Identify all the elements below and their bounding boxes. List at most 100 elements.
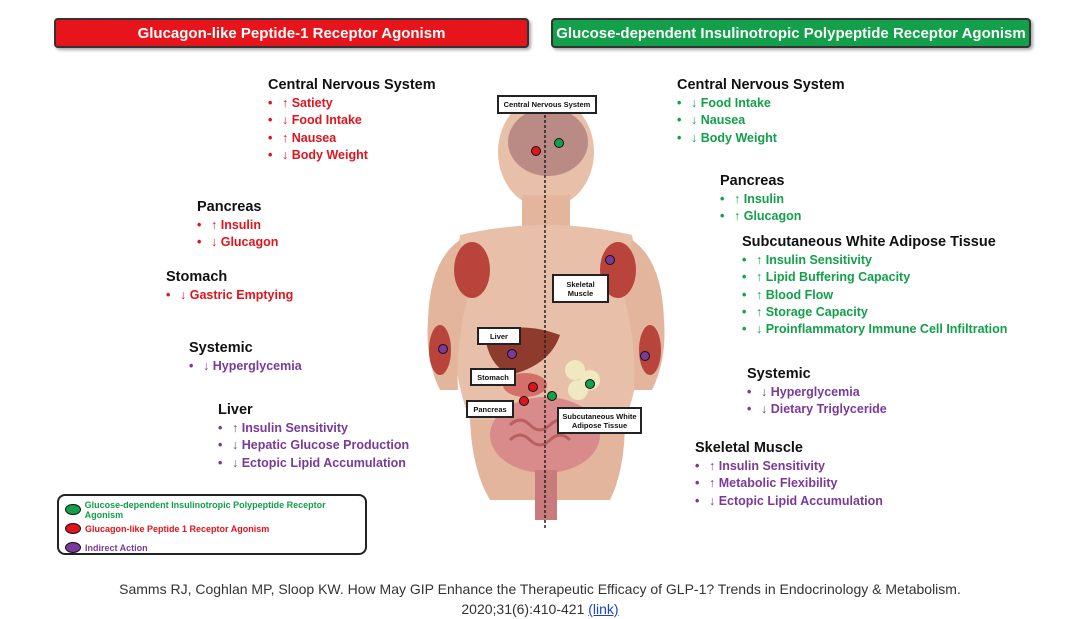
legend-item: Glucose-dependent Insulinotropic Polypep… [65, 499, 359, 520]
legend-label: Indirect Action [85, 542, 148, 553]
effect-text: ↑ Satiety [282, 96, 333, 110]
effect-text: ↑ Insulin [734, 192, 784, 206]
gip-adipose-dot [585, 379, 595, 389]
bullet-icon: • [268, 130, 273, 145]
legend-item: Indirect Action [65, 538, 359, 557]
effect-text: ↓ Body Weight [691, 130, 777, 145]
effect-item: •↓ Nausea [677, 112, 845, 129]
gip-pancreas-dot [547, 391, 557, 401]
effect-text: ↑ Insulin [211, 218, 261, 232]
legend-label: Glucose-dependent Insulinotropic Polypep… [84, 499, 326, 520]
effect-item: •↓ Dietary Triglyceride [747, 401, 887, 418]
section-title: Systemic [747, 366, 811, 382]
effect-text: ↑ Insulin Sensitivity [232, 421, 348, 435]
right-cns-section: Central Nervous System •↓ Food Intake•↓ N… [677, 77, 845, 147]
effect-item: •↓ Ectopic Lipid Accumulation [218, 455, 409, 472]
effect-item: •↓ Body Weight [677, 130, 845, 147]
citation-line2: 2020;31(6):410-421 (link) [0, 599, 1080, 619]
section-title: Central Nervous System [677, 77, 845, 93]
legend-item: Glucagon-like Peptide 1 Receptor Agonism [65, 519, 359, 538]
citation-issue: 2020;31(6):410-421 [461, 601, 585, 617]
tag-line: Subcutaneous White [562, 411, 637, 421]
effect-item: •↑ Lipid Buffering Capacity [742, 269, 1007, 286]
gip-cns-dot [554, 138, 564, 148]
bullet-icon: • [695, 459, 700, 473]
bullet-icon: • [742, 270, 747, 285]
effect-item: •↓ Hyperglycemia [747, 384, 887, 401]
section-title: Stomach [166, 269, 228, 285]
effect-item: •↑ Insulin Sensitivity [742, 252, 1007, 269]
effect-text: ↑ Glucagon [734, 209, 802, 224]
section-title: Skeletal Muscle [695, 440, 803, 456]
bullet-icon: • [747, 402, 752, 417]
effect-text: ↓ Hepatic Glucose Production [232, 438, 410, 453]
effect-text: ↓ Food Intake [691, 96, 771, 110]
left-shoulder-muscle [454, 242, 490, 298]
bullet-icon: • [720, 209, 725, 224]
effect-text: ↑ Storage Capacity [756, 304, 868, 319]
bullet-icon: • [268, 113, 273, 128]
bullet-icon: • [197, 235, 202, 250]
effect-item: • ↑ Insulin [720, 191, 801, 208]
effect-text: ↓ Ectopic Lipid Accumulation [709, 493, 883, 508]
right-swat-section: Subcutaneous White Adipose Tissue •↑ Insu… [742, 234, 1007, 338]
bullet-icon: • [268, 96, 273, 110]
section-title: Pancreas [720, 173, 785, 189]
effect-text: ↓ Nausea [691, 113, 746, 128]
effect-item: • ↓ Hyperglycemia [189, 358, 302, 375]
tag-line: Skeletal [566, 279, 595, 289]
effect-text: ↑ Nausea [282, 130, 337, 145]
effect-item: • ↓ Proinflammatory Immune Cell Infiltrat… [742, 321, 1007, 338]
effect-item: • ↓ Glucagon [197, 234, 278, 251]
bullet-icon: • [218, 438, 223, 453]
bullet-icon: • [189, 359, 194, 373]
effect-item: •↓ Gastric Emptying [166, 287, 293, 304]
effect-text: ↓ Proinflammatory Immune Cell Infiltrati… [756, 322, 1008, 337]
effect-item: • ↑ Nausea [268, 130, 436, 147]
bullet-icon: • [720, 192, 725, 206]
right-muscle-section: Skeletal Muscle • ↑ Insulin Sensitivity •↑ … [695, 440, 883, 510]
tag-stomach: Stomach [470, 368, 516, 386]
effect-text: ↑ Insulin Sensitivity [709, 459, 825, 473]
bullet-icon: • [742, 304, 747, 319]
section-title: Systemic [189, 340, 253, 356]
bullet-icon: • [218, 421, 223, 435]
bullet-icon: • [742, 322, 747, 337]
tag-line: Muscle [567, 288, 594, 298]
effect-item: •↓ Food Intake [677, 95, 845, 112]
effect-item: •↑ Metabolic Flexibility [695, 475, 883, 492]
section-title: Subcutaneous White Adipose Tissue [742, 234, 996, 250]
effect-text: ↓ Glucagon [211, 235, 279, 250]
legend-swatch-icon [65, 542, 81, 553]
citation-link[interactable]: (link) [588, 601, 619, 617]
bullet-icon: • [268, 147, 273, 162]
tag-skeletal-muscle: Skeletal Muscle [552, 274, 609, 303]
legend-swatch-icon [65, 504, 81, 515]
effect-item: • ↑ Insulin Sensitivity [695, 458, 883, 475]
gip-header: Glucose-dependent Insulinotropic Polypep… [551, 18, 1031, 48]
left-liver-section: Liver•↑ Insulin Sensitivity•↓ Hepatic Gl… [218, 402, 409, 472]
human-body-illustration [427, 96, 665, 528]
effect-item: • ↑ Satiety [268, 95, 436, 112]
right-systemic-section: Systemic•↓ Hyperglycemia•↓ Dietary Trigl… [747, 366, 887, 419]
bullet-icon: • [695, 493, 700, 508]
tag-swat: Subcutaneous White Adipose Tissue [557, 407, 642, 434]
bullet-icon: • [742, 287, 747, 302]
bullet-icon: • [166, 288, 171, 302]
bullet-icon: • [695, 476, 700, 491]
effect-text: ↓ Hyperglycemia [761, 385, 860, 399]
effect-text: ↓ Body Weight [282, 147, 368, 162]
bullet-icon: • [218, 455, 223, 470]
citation-line: Samms RJ, Coghlan MP, Sloop KW. How May … [119, 581, 961, 597]
left-stomach-section: Stomach •↓ Gastric Emptying [166, 269, 293, 304]
right-pancreas-section: Pancreas • ↑ Insulin • ↑ Glucagon [720, 173, 801, 226]
effect-text: ↓ Hyperglycemia [203, 359, 302, 373]
effect-item: • ↑ Insulin Sensitivity [218, 420, 409, 437]
right-forearm-muscle [639, 325, 661, 375]
effect-text: ↓ Food Intake [282, 113, 362, 128]
tag-line: Adipose Tissue [571, 420, 628, 430]
effect-item: • ↓ Hepatic Glucose Production [218, 437, 409, 454]
section-title: Pancreas [197, 199, 262, 215]
bullet-icon: • [197, 218, 202, 232]
legend-swatch-icon [65, 523, 81, 534]
